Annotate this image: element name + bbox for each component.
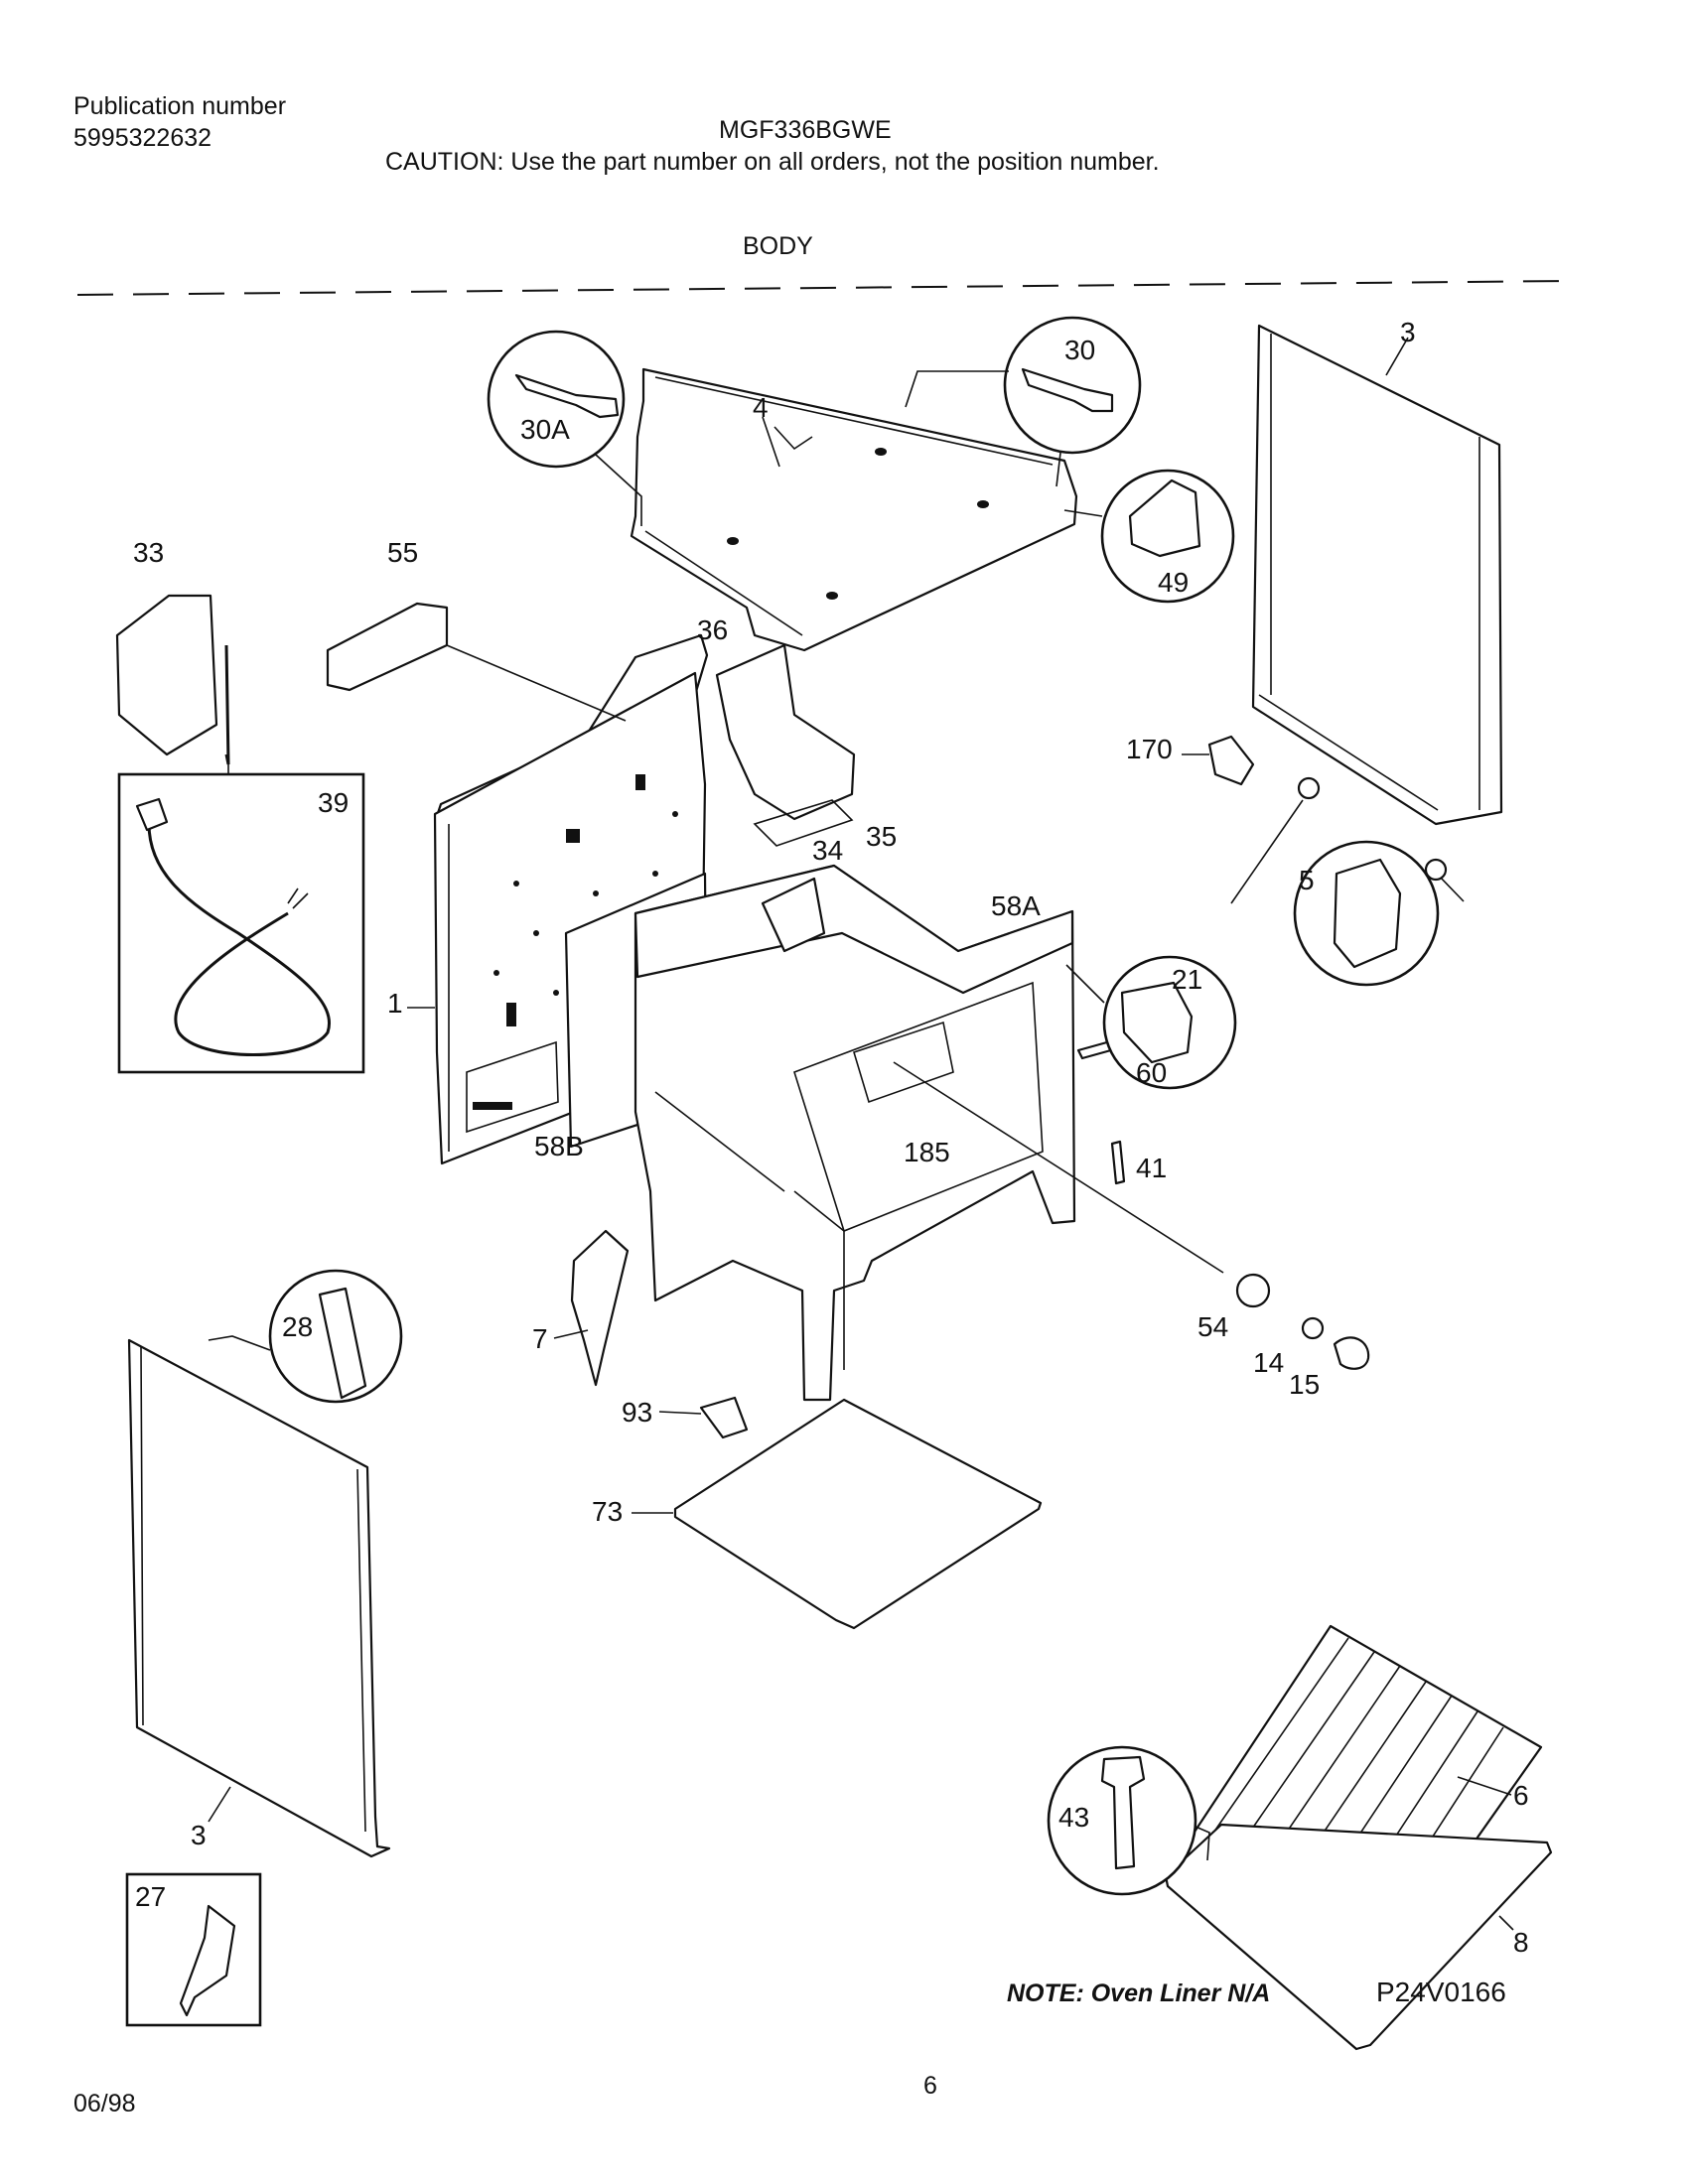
callout-30A xyxy=(487,330,642,526)
leader-3-top xyxy=(1385,337,1409,376)
footer-date: 06/98 xyxy=(73,2090,136,2117)
publication-label: Publication number xyxy=(73,92,287,120)
callout-30 xyxy=(905,316,1142,487)
leveler-foot-right xyxy=(1424,858,1448,882)
part-41 xyxy=(1110,1140,1126,1185)
section-divider xyxy=(76,280,1570,296)
leader-3-bottom xyxy=(208,1786,231,1823)
label-73: 73 xyxy=(592,1496,623,1527)
baffle-35 xyxy=(753,799,854,847)
side-panel-right xyxy=(1251,324,1503,826)
burner-box-34 xyxy=(761,877,826,953)
label-14: 14 xyxy=(1253,1347,1284,1378)
label-6: 6 xyxy=(1513,1780,1529,1811)
model-number: MGF336BGWE xyxy=(719,116,892,144)
label-93: 93 xyxy=(622,1397,652,1428)
label-58A: 58A xyxy=(991,890,1041,921)
label-35: 35 xyxy=(866,821,897,852)
label-28: 28 xyxy=(282,1311,313,1342)
leveler-foot-left xyxy=(1297,776,1321,800)
label-4: 4 xyxy=(753,392,769,423)
side-panel-left xyxy=(127,1338,391,1858)
leader-55 xyxy=(446,644,627,722)
junction-box-33 xyxy=(115,594,218,756)
caution-text: CAUTION: Use the part number on all orde… xyxy=(385,148,1160,176)
callout-5 xyxy=(1293,840,1440,987)
leader-7 xyxy=(553,1329,589,1339)
label-27: 27 xyxy=(135,1881,166,1912)
label-34: 34 xyxy=(812,835,843,866)
label-3-bottom: 3 xyxy=(191,1820,207,1850)
label-55: 55 xyxy=(387,537,418,568)
top-panel xyxy=(630,367,1078,652)
vent-duct xyxy=(715,643,856,821)
label-185: 185 xyxy=(904,1137,950,1167)
label-43: 43 xyxy=(1058,1802,1089,1833)
label-30A: 30A xyxy=(520,414,570,445)
callout-43 xyxy=(1047,1745,1210,1896)
bracket-55 xyxy=(326,602,449,692)
box-27 xyxy=(125,1872,262,2027)
power-cord-box-39 xyxy=(117,772,365,1074)
label-33: 33 xyxy=(133,537,164,568)
label-41: 41 xyxy=(1136,1153,1167,1183)
leader-93 xyxy=(658,1411,702,1415)
label-21: 21 xyxy=(1172,964,1202,995)
label-30: 30 xyxy=(1064,335,1095,365)
label-58B: 58B xyxy=(534,1131,584,1161)
callout-21 xyxy=(1065,955,1237,1090)
label-7: 7 xyxy=(532,1323,548,1354)
bracket-170 xyxy=(1207,735,1255,786)
label-1: 1 xyxy=(387,988,403,1019)
leader-lamp-axis xyxy=(893,1061,1224,1274)
leader-4 xyxy=(762,416,780,468)
label-49: 49 xyxy=(1158,567,1189,598)
oven-body xyxy=(633,864,1076,1402)
broil-pan-8 xyxy=(1164,1823,1553,2051)
label-170: 170 xyxy=(1126,734,1173,764)
publication-number: 5995322632 xyxy=(73,124,212,152)
igniter-7 xyxy=(570,1229,630,1387)
oven-liner-note: NOTE: Oven Liner N/A xyxy=(1007,1979,1270,2007)
lamp-part-14 xyxy=(1301,1316,1325,1340)
bracket-93 xyxy=(699,1396,749,1439)
label-8: 8 xyxy=(1513,1927,1529,1958)
lamp-bulb-15 xyxy=(1333,1336,1370,1370)
leaders-6-8 xyxy=(1457,1776,1514,1931)
footer-page-number: 6 xyxy=(923,2072,937,2100)
label-54: 54 xyxy=(1197,1311,1228,1342)
label-3-top: 3 xyxy=(1400,317,1416,347)
label-5: 5 xyxy=(1299,865,1315,895)
label-39: 39 xyxy=(318,787,349,818)
label-15: 15 xyxy=(1289,1369,1320,1400)
label-60: 60 xyxy=(1136,1057,1167,1088)
diagram-code: P24V0166 xyxy=(1376,1977,1506,2007)
callout-28 xyxy=(208,1269,403,1404)
lamp-socket-54 xyxy=(1235,1273,1271,1308)
section-title: BODY xyxy=(743,232,813,260)
callout-49 xyxy=(1063,469,1235,604)
wire-33 xyxy=(224,644,230,765)
label-36: 36 xyxy=(697,614,728,645)
drawer-pan-73 xyxy=(673,1398,1043,1630)
